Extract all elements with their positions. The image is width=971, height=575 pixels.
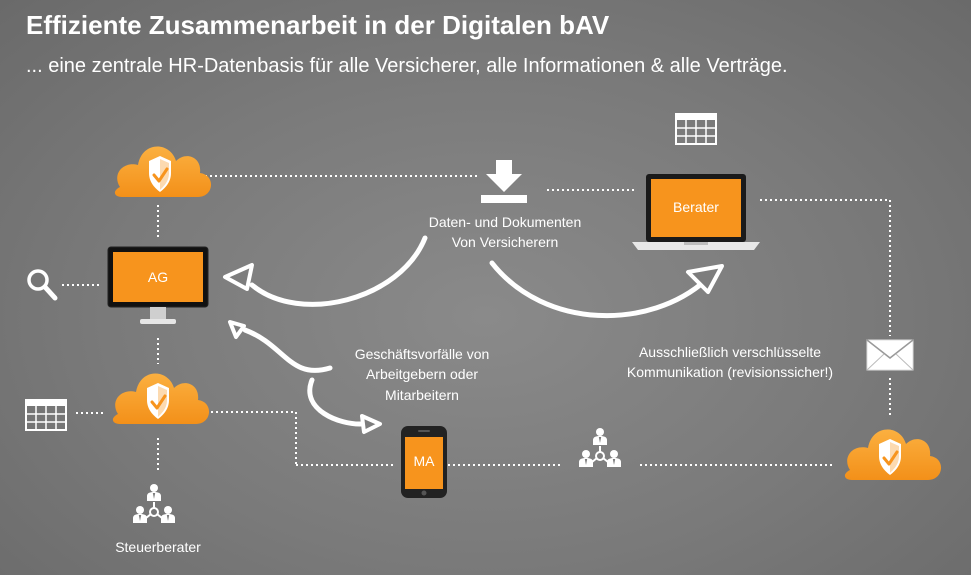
search-icon: [27, 269, 58, 301]
daten-label-line-2: Von Versicherern: [451, 234, 559, 251]
berater-label: Berater: [673, 199, 719, 215]
daten-label-line-1: Daten- und Dokumenten: [428, 214, 582, 230]
ag-monitor: [107, 246, 209, 324]
page-title: Effiziente Zusammenarbeit in der Digital…: [26, 10, 610, 40]
table-icon: [675, 113, 717, 145]
cloud-shield-icon: [113, 144, 213, 199]
geschaeftsvorfaelle-label: Geschäftsvorfälle von Arbeitgebern oder …: [322, 344, 522, 405]
geschaeftsvorfaelle-line-1: Geschäftsvorfälle von: [354, 346, 490, 362]
kommunikation-line-1: Ausschließlich verschlüsselte: [638, 344, 822, 360]
connector-lines: [62, 175, 891, 470]
kommunikation-label: Ausschließlich verschlüsselte Kommunikat…: [600, 342, 860, 383]
ma-phone: [401, 426, 447, 498]
ag-label: AG: [147, 269, 169, 285]
people-network-icon: [579, 428, 621, 467]
steuerberater-label: Steuerberater: [115, 539, 201, 555]
people-network-icon: [133, 484, 175, 523]
geschaeftsvorfaelle-line-2: Arbeitgebern oder: [365, 366, 479, 383]
geschaeftsvorfaelle-line-3: Mitarbeitern: [385, 386, 459, 403]
flow-arrows: [242, 235, 709, 427]
table-icon: [25, 399, 67, 431]
kommunikation-line-2: Kommunikation (revisionssicher!): [626, 364, 834, 381]
download-icon: [481, 160, 527, 203]
envelope-icon: [866, 339, 914, 371]
cloud-shield-icon: [111, 371, 211, 426]
ma-label: MA: [413, 453, 435, 469]
daten-label: Daten- und Dokumenten Von Versicherern: [400, 212, 610, 253]
page-subtitle: ... eine zentrale HR-Datenbasis für alle…: [26, 55, 788, 77]
berater-laptop: [632, 174, 760, 250]
cloud-shield-icon: [843, 427, 943, 482]
arrowheads: [223, 263, 724, 434]
